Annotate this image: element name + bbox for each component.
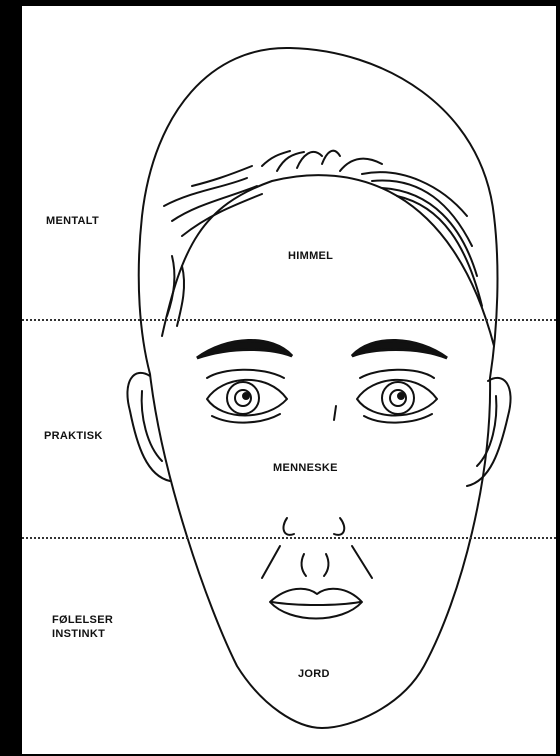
left-eye bbox=[207, 370, 287, 423]
divider-upper bbox=[22, 319, 556, 321]
label-mentalt: MENTALT bbox=[46, 215, 99, 228]
label-folelser: FØLELSER bbox=[52, 614, 113, 627]
nose bbox=[283, 518, 294, 535]
label-jord: JORD bbox=[298, 668, 330, 681]
face-illustration bbox=[22, 6, 556, 754]
right-eyebrow bbox=[352, 340, 447, 358]
label-instinkt: INSTINKT bbox=[52, 628, 105, 641]
left-ear bbox=[127, 373, 170, 481]
head-outline bbox=[139, 48, 498, 728]
label-himmel: HIMMEL bbox=[288, 250, 333, 263]
label-menneske: MENNESKE bbox=[273, 462, 338, 475]
left-eyebrow bbox=[197, 340, 292, 358]
divider-lower bbox=[22, 537, 556, 539]
label-praktisk: PRAKTISK bbox=[44, 430, 103, 443]
right-eye bbox=[357, 370, 437, 423]
diagram-canvas: MENTALT PRAKTISK FØLELSER INSTINKT HIMME… bbox=[22, 6, 556, 754]
